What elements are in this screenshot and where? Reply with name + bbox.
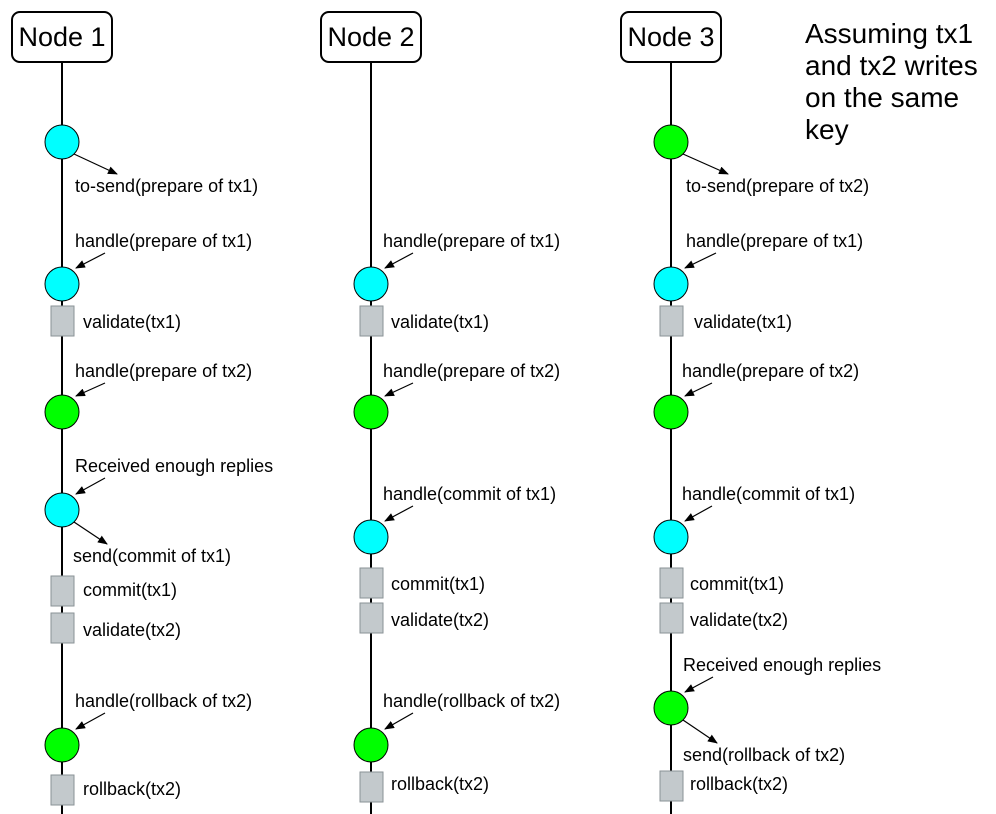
node-3-tx1-event-circle — [653, 519, 689, 555]
node-1-tx2-event-circle — [44, 394, 80, 430]
node-3-action-label: validate(tx1) — [694, 312, 792, 332]
node-2-local-action-box — [359, 771, 384, 803]
node-2-local-action-box — [359, 602, 384, 634]
node-3-event-label: to-send(prepare of tx2) — [686, 176, 869, 196]
node-1-action-label: rollback(tx2) — [83, 779, 181, 799]
node-3-title: Node 3 — [627, 22, 714, 52]
node-1-outgoing-message-arrow — [73, 153, 118, 175]
node-3-local-action-box — [659, 567, 684, 599]
node-1-event-label: handle(prepare of tx1) — [75, 231, 252, 251]
node-1-local-action-box — [50, 774, 75, 806]
node-2-action-label: validate(tx1) — [391, 312, 489, 332]
node-3-header-box — [620, 11, 722, 63]
node-3-incoming-message-arrow — [684, 382, 713, 397]
node-3-local-action-box — [659, 770, 684, 802]
node-1-event-label: send(commit of tx1) — [73, 546, 231, 566]
node-1-incoming-message-arrow — [75, 382, 106, 397]
node-2-action-label: validate(tx2) — [391, 610, 489, 630]
node-2-event-label: handle(prepare of tx2) — [383, 361, 560, 381]
node-1-outgoing-message-arrow — [73, 521, 108, 545]
node-3-incoming-message-arrow — [684, 676, 714, 693]
node-1-header-box — [11, 11, 113, 63]
node-1-event-label: to-send(prepare of tx1) — [75, 176, 258, 196]
node-1-local-action-box — [50, 612, 75, 644]
node-1-action-label: validate(tx2) — [83, 620, 181, 640]
node-3-incoming-message-arrow — [684, 252, 717, 269]
node-1-incoming-message-arrow — [75, 252, 106, 269]
node-2-incoming-message-arrow — [384, 505, 414, 522]
node-3-local-action-box — [659, 305, 684, 337]
node-1-action-label: validate(tx1) — [83, 312, 181, 332]
node-2-header-box — [320, 11, 422, 63]
node-1-incoming-message-arrow — [75, 712, 106, 730]
node-2-local-action-box — [359, 567, 384, 599]
node-1-tx1-event-circle — [44, 266, 80, 302]
node-2-tx1-event-circle — [353, 519, 389, 555]
node-2-local-action-box — [359, 305, 384, 337]
node-2-action-label: commit(tx1) — [391, 574, 485, 594]
node-3-event-label: send(rollback of tx2) — [683, 745, 845, 765]
node-1-tx2-event-circle — [44, 727, 80, 763]
node-3-tx1-event-circle — [653, 266, 689, 302]
node-1-incoming-message-arrow — [75, 477, 106, 495]
assumption-note: Assuming tx1 and tx2 writes on the same … — [805, 18, 978, 145]
node-1-event-label: Received enough replies — [75, 456, 273, 476]
node-3-outgoing-message-arrow — [682, 719, 718, 744]
node-2-tx2-event-circle — [353, 727, 389, 763]
node-3-event-label: Received enough replies — [683, 655, 881, 675]
node-1-tx1-event-circle — [44, 124, 80, 160]
node-2-incoming-message-arrow — [384, 712, 414, 730]
node-3-tx2-event-circle — [653, 690, 689, 726]
node-2-tx2-event-circle — [353, 394, 389, 430]
node-1-action-label: commit(tx1) — [83, 580, 177, 600]
node-2-event-label: handle(rollback of tx2) — [383, 691, 560, 711]
node-3-event-label: handle(prepare of tx2) — [682, 361, 859, 381]
node-3-outgoing-message-arrow — [682, 153, 729, 175]
node-3-local-action-box — [659, 602, 684, 634]
node-2-event-label: handle(prepare of tx1) — [383, 231, 560, 251]
node-2-incoming-message-arrow — [384, 382, 414, 397]
node-3-incoming-message-arrow — [684, 505, 713, 522]
node-3-event-label: handle(commit of tx1) — [682, 484, 855, 504]
node-2-event-label: handle(commit of tx1) — [383, 484, 556, 504]
node-3-tx2-event-circle — [653, 394, 689, 430]
node-1-event-label: handle(rollback of tx2) — [75, 691, 252, 711]
node-2-action-label: rollback(tx2) — [391, 774, 489, 794]
node-2-title: Node 2 — [327, 22, 414, 52]
node-3-tx2-event-circle — [653, 124, 689, 160]
node-1-tx1-event-circle — [44, 492, 80, 528]
node-2-incoming-message-arrow — [384, 252, 414, 269]
node-3-action-label: commit(tx1) — [690, 574, 784, 594]
node-2-tx1-event-circle — [353, 266, 389, 302]
node-1-local-action-box — [50, 305, 75, 337]
node-3-action-label: validate(tx2) — [690, 610, 788, 630]
node-1-event-label: handle(prepare of tx2) — [75, 361, 252, 381]
node-3-action-label: rollback(tx2) — [690, 774, 788, 794]
node-3-event-label: handle(prepare of tx1) — [686, 231, 863, 251]
node-1-local-action-box — [50, 575, 75, 607]
node-1-title: Node 1 — [18, 22, 105, 52]
